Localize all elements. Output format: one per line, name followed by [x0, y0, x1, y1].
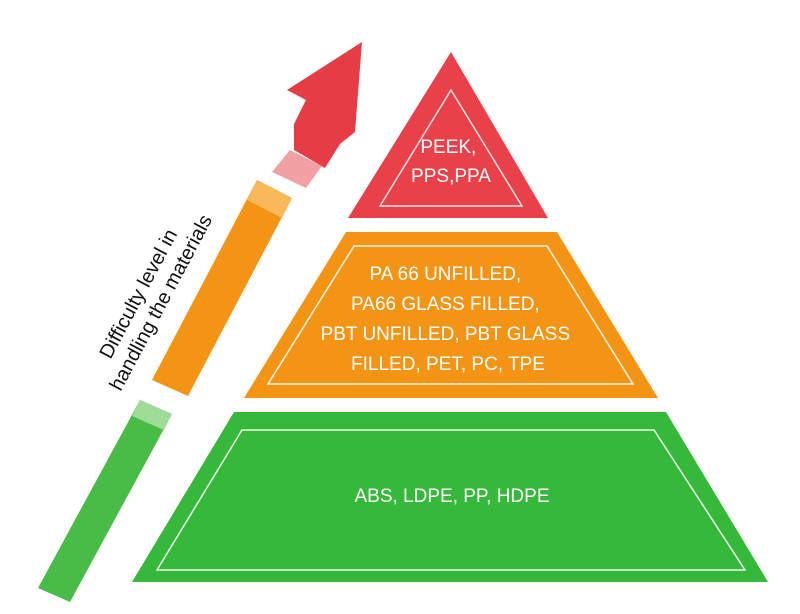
- level-bottom-shape: [132, 412, 768, 582]
- level-middle-inner-border: [266, 245, 635, 385]
- level-middle-line-1: PA 66 UNFILLED,: [370, 264, 522, 285]
- level-middle-line-3: PBT UNFILLED, PBT GLASS: [321, 324, 571, 345]
- arrow-segment-middle-highlight: [247, 180, 292, 218]
- pyramid-level-middle: PA 66 UNFILLED, PA66 GLASS FILLED, PBT U…: [244, 232, 658, 398]
- pyramid-level-bottom: ABS, LDPE, PP, HDPE: [132, 412, 768, 582]
- level-top-shape: [348, 52, 548, 218]
- difficulty-arrow: [38, 42, 362, 602]
- arrow-segment-top: [272, 150, 322, 188]
- level-bottom-text: ABS, LDPE, PP, HDPE: [354, 486, 549, 507]
- level-bottom-inner-border: [155, 429, 747, 571]
- level-middle-shape: [244, 232, 658, 398]
- level-top-inner-border: [378, 88, 524, 207]
- level-top-line-2: PPS,PPA: [411, 166, 491, 187]
- arrow-head: [287, 42, 362, 168]
- pyramid-level-top: PEEK, PPS,PPA: [348, 52, 548, 218]
- arrow-segment-bottom-highlight: [132, 400, 172, 430]
- arrow-segment-bottom: [38, 400, 172, 602]
- level-top-text: PEEK, PPS,PPA: [411, 137, 491, 187]
- level-middle-line-4: FILLED, PET, PC, TPE: [351, 354, 545, 375]
- level-bottom-line-1: ABS, LDPE, PP, HDPE: [354, 486, 549, 507]
- level-middle-text: PA 66 UNFILLED, PA66 GLASS FILLED, PBT U…: [321, 264, 576, 375]
- level-top-line-1: PEEK,: [420, 137, 476, 158]
- level-middle-line-2: PA66 GLASS FILLED,: [351, 294, 540, 315]
- arrow-segment-middle: [152, 180, 292, 396]
